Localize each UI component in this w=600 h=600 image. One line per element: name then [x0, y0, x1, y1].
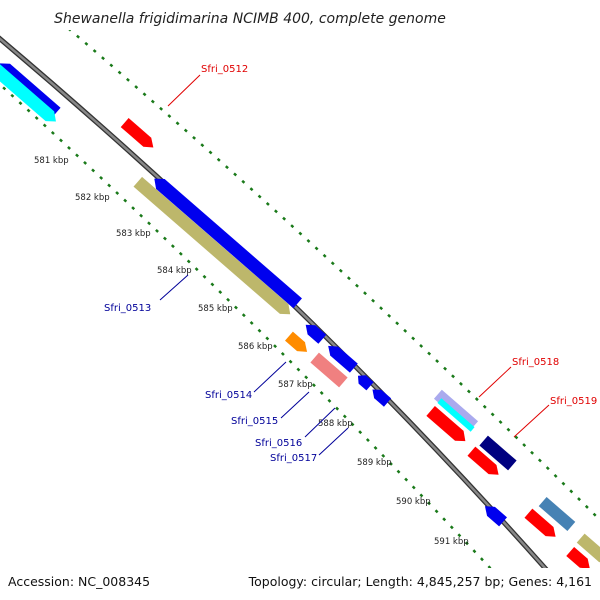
kbp-label-585: 585 kbp [198, 304, 233, 314]
gene-feature-blue-small[interactable] [302, 320, 327, 344]
gene-feature-sfri-0514[interactable] [285, 331, 311, 357]
gene-feature-sfri-0519[interactable] [467, 446, 502, 480]
callout-line-sfri-0515 [280, 391, 310, 419]
inner-tick-row [0, 82, 492, 568]
kbp-label-582: 582 kbp [75, 193, 110, 203]
gene-feature-sfri-0518[interactable] [426, 406, 469, 446]
callout-line-sfri-0516 [304, 407, 336, 438]
gene-feature-sfri-0515[interactable] [310, 352, 348, 388]
callout-line-sfri-0519 [513, 404, 550, 438]
kbp-label-588: 588 kbp [318, 419, 353, 429]
gene-label-sfri-0514[interactable]: Sfri_0514 [205, 390, 252, 401]
outer-tick-row [68, 30, 600, 521]
gene-label-sfri-0515[interactable]: Sfri_0515 [231, 416, 278, 427]
gene-feature-red-bottom[interactable] [566, 546, 593, 573]
kbp-label-586: 586 kbp [238, 342, 273, 352]
gene-label-sfri-0518[interactable]: Sfri_0518 [512, 357, 559, 368]
gene-label-sfri-0516[interactable]: Sfri_0516 [255, 438, 302, 449]
gene-features [0, 57, 600, 573]
gene-feature-blue-589[interactable] [369, 385, 392, 407]
kbp-label-581: 581 kbp [34, 156, 69, 166]
callout-line-sfri-0514 [253, 361, 287, 393]
kbp-label-583: 583 kbp [116, 229, 151, 239]
accession-text: Accession: NC_008345 [8, 574, 150, 589]
gene-label-sfri-0519[interactable]: Sfri_0519 [550, 396, 597, 407]
gene-label-sfri-0512[interactable]: Sfri_0512 [201, 64, 248, 75]
callout-line-sfri-0518 [478, 366, 512, 398]
genome-summary-text: Topology: circular; Length: 4,845,257 bp… [248, 574, 592, 589]
gene-feature-steel[interactable] [538, 497, 576, 531]
gene-label-sfri-0513[interactable]: Sfri_0513 [104, 303, 151, 314]
kbp-label-587: 587 kbp [278, 380, 313, 390]
gene-feature-cyan-top[interactable] [0, 57, 60, 127]
gene-feature-navy[interactable] [479, 435, 517, 471]
gene-feature-red-591[interactable] [524, 508, 559, 542]
gene-feature-lavender[interactable] [433, 389, 479, 431]
kbp-label-589: 589 kbp [357, 458, 392, 468]
gene-feature-sfri-0513-khaki[interactable] [133, 176, 295, 319]
gene-label-sfri-0517[interactable]: Sfri_0517 [270, 453, 317, 464]
map-title: Shewanella frigidimarina NCIMB 400, comp… [54, 11, 446, 27]
kbp-label-590: 590 kbp [396, 497, 431, 507]
gene-feature-cyan-mid[interactable] [437, 398, 475, 432]
kbp-labels: 581 kbp 582 kbp 583 kbp 584 kbp 585 kbp … [34, 156, 469, 547]
callout-line-sfri-0513 [159, 274, 189, 301]
callout-line-sfri-0517 [318, 427, 349, 456]
gene-feature-sfri-0517[interactable] [354, 372, 374, 391]
gene-callouts: Sfri_0512 Sfri_0513 Sfri_0514 Sfri_0515 … [104, 64, 597, 464]
kbp-label-584: 584 kbp [157, 266, 192, 276]
kbp-label-591: 591 kbp [434, 537, 469, 547]
gene-feature-sfri-0512[interactable] [120, 118, 158, 152]
gene-feature-sfri-0513[interactable] [150, 174, 302, 309]
gene-feature-blue-590[interactable] [481, 502, 507, 527]
callout-line-sfri-0512 [167, 74, 201, 107]
gene-feature-sfri-0516[interactable] [324, 341, 358, 373]
